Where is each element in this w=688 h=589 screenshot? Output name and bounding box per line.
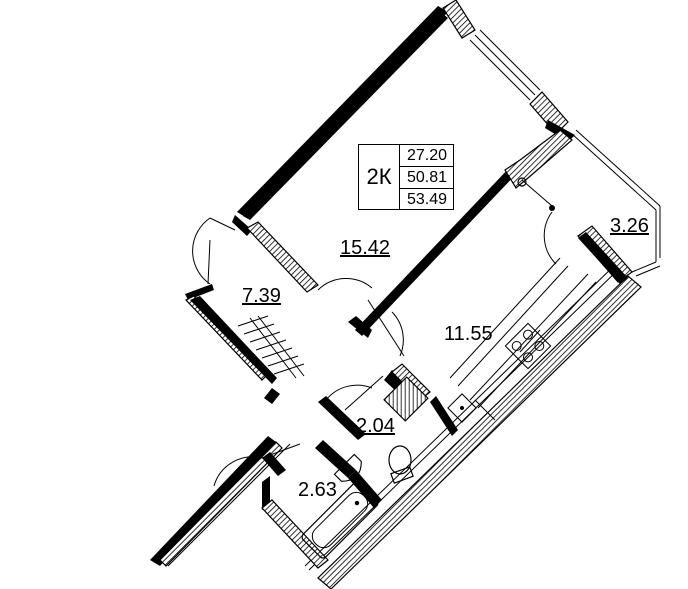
total-area-with-balcony-value: 53.49 <box>406 191 448 208</box>
kitchen-area: 11.55 <box>444 323 493 345</box>
hallway-area: 7.39 <box>242 285 281 307</box>
bathroom-area: 2.63 <box>298 479 337 501</box>
room-labels: 15.42 7.39 11.55 3.26 2.04 2.63 <box>242 215 649 501</box>
toilet-area: 2.04 <box>356 415 395 437</box>
living-room-door-swing <box>317 278 373 291</box>
shower-mixer-icon <box>355 483 365 493</box>
apartment-area-values: 27.20 50.81 53.49 <box>399 145 454 209</box>
bathtub-icon <box>301 481 379 559</box>
staircase-hatch <box>237 315 305 379</box>
exterior-wall-southeast <box>304 261 642 589</box>
toilet-door-swing <box>325 384 373 401</box>
apartment-type-label: 2К <box>366 164 392 189</box>
apartment-area-box: 2К 27.20 50.81 53.49 <box>358 144 454 210</box>
wet-zone-walls <box>261 363 458 569</box>
toilet-icon <box>388 445 414 484</box>
balcony-area: 3.26 <box>610 215 649 237</box>
washbasin-icon <box>333 453 362 482</box>
living-room-area: 15.42 <box>340 237 390 259</box>
cooktop-icon <box>504 322 552 370</box>
kitchen-sink-icon <box>447 393 477 423</box>
kitchen-door-swing <box>391 311 404 357</box>
doors <box>192 177 557 487</box>
balcony-door-swing <box>543 211 557 265</box>
total-area-value: 50.81 <box>400 167 454 189</box>
living-area-value: 27.20 <box>400 145 454 167</box>
entrance-door-swing <box>192 217 211 285</box>
balcony <box>571 129 661 277</box>
living-room-walls <box>232 0 575 338</box>
bathroom-door-swing <box>213 456 263 487</box>
fixtures <box>301 322 552 559</box>
kitchen-walls <box>449 225 633 421</box>
